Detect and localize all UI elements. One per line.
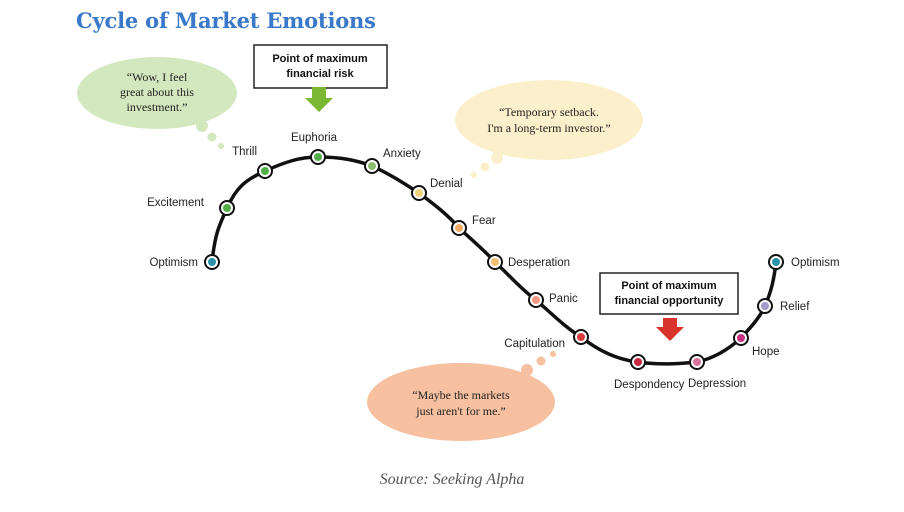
source-caption: Source: Seeking Alpha: [379, 471, 525, 488]
stage-marker-dot: [772, 258, 780, 266]
bubble-denial-dot: [491, 152, 503, 164]
emotion-stage-markers: Optimism Excitement Thrill EuphoriaAnxietyD…: [147, 132, 839, 391]
stage-label: Euphoria: [291, 132, 338, 144]
stage-denial: Denial: [411, 178, 463, 201]
callout-max-risk-line-1: Point of maximum: [272, 53, 368, 65]
bubble-euphoria-line-3: investment.”: [127, 100, 188, 114]
arrow-down-icon: [656, 318, 684, 341]
callout-max-risk-box: [253, 44, 388, 89]
stage-panic: Panic: [528, 292, 578, 308]
bubble-capitulation-dot: [550, 351, 556, 357]
bubble-capitulation-dot: [521, 364, 533, 376]
bubble-denial-line-2: I'm a long-term investor.”: [487, 121, 610, 135]
stage-label: Despondency: [614, 379, 685, 391]
bubble-euphoria-dot: [207, 132, 217, 142]
bubble-euphoria-dot: [196, 120, 208, 132]
stage-marker-dot: [314, 153, 322, 161]
stage-optimism: Optimism: [149, 254, 220, 270]
stage-relief: Relief: [757, 298, 810, 314]
stage-capitulation: Capitulation: [504, 329, 589, 350]
bubble-euphoria-dot: [218, 143, 224, 149]
stage-depression: Depression: [688, 354, 746, 390]
stage-label: Panic: [549, 293, 578, 305]
callout-max-opportunity: Point of maximum financial opportunity: [599, 272, 739, 341]
bubble-capitulation-dot: [536, 356, 546, 366]
bubble-euphoria-line-2: great about this: [120, 85, 194, 99]
stage-label: Depression: [688, 378, 746, 390]
bubble-denial-dot: [480, 162, 490, 172]
stage-excitement: Excitement: [147, 197, 235, 216]
stage-marker-dot: [693, 358, 701, 366]
arrow-down-icon: [305, 87, 333, 112]
stage-hope: Hope: [733, 330, 780, 358]
stage-label: Excitement: [147, 197, 205, 209]
callout-max-risk: Point of maximum financial risk: [253, 44, 388, 112]
thought-bubble-capitulation: “Maybe the markets just aren't for me.”: [367, 351, 556, 441]
stage-label: Thrill: [232, 146, 257, 158]
stage-label: Denial: [430, 178, 463, 190]
stage-label: Desperation: [508, 257, 570, 269]
stage-marker-dot: [761, 302, 769, 310]
bubble-capitulation-line-2: just aren't for me.”: [415, 404, 505, 418]
stage-fear: Fear: [451, 215, 496, 236]
stage-label: Optimism: [149, 257, 198, 269]
stage-marker-dot: [415, 189, 423, 197]
callout-max-risk-line-2: financial risk: [286, 68, 354, 80]
stage-marker-dot: [261, 167, 269, 175]
stage-marker-dot: [634, 358, 642, 366]
stage-label: Relief: [780, 301, 810, 313]
stage-desperation: Desperation: [487, 254, 570, 270]
stage-optimism: Optimism: [768, 254, 840, 270]
bubble-denial-line-1: “Temporary setback.: [499, 105, 599, 119]
stage-marker-dot: [223, 204, 231, 212]
stage-marker-dot: [455, 224, 463, 232]
stage-label: Hope: [752, 346, 780, 358]
callout-max-opportunity-box: [599, 272, 739, 315]
callout-max-opportunity-line-2: financial opportunity: [615, 295, 725, 307]
callout-max-opportunity-line-1: Point of maximum: [621, 280, 717, 292]
stage-marker-dot: [577, 333, 585, 341]
bubble-euphoria-shape: [77, 57, 237, 129]
stage-marker-dot: [208, 258, 216, 266]
bubble-capitulation-line-1: “Maybe the markets: [412, 388, 510, 402]
stage-marker-dot: [491, 258, 499, 266]
stage-label: Optimism: [791, 257, 840, 269]
stage-anxiety: Anxiety: [364, 148, 421, 174]
page-title: Cycle of Market Emotions: [76, 8, 376, 33]
thought-bubble-euphoria: “Wow, I feel great about this investment…: [77, 57, 237, 149]
bubble-euphoria-line-1: “Wow, I feel: [127, 70, 188, 84]
thought-bubble-denial: “Temporary setback. I'm a long-term inve…: [455, 80, 643, 178]
stage-despondency: Despondency: [614, 354, 685, 391]
stage-marker-dot: [368, 162, 376, 170]
bubble-capitulation-shape: [367, 363, 555, 441]
stage-label: Anxiety: [383, 148, 421, 160]
bubble-denial-shape: [455, 80, 643, 160]
stage-marker-dot: [532, 296, 540, 304]
bubble-denial-dot: [471, 172, 477, 178]
stage-marker-dot: [737, 334, 745, 342]
stage-thrill: Thrill: [232, 146, 273, 179]
stage-euphoria: Euphoria: [291, 132, 338, 165]
stage-label: Fear: [472, 215, 496, 227]
stage-label: Capitulation: [504, 338, 565, 350]
